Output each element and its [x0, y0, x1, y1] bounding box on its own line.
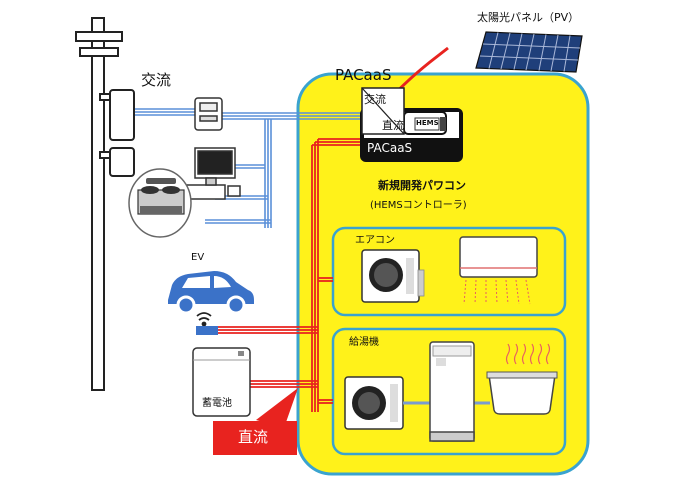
computer-icon — [184, 147, 241, 200]
battery-label: 蓄電池 — [202, 398, 232, 409]
ac-lines — [134, 108, 364, 228]
pv-panel-icon — [475, 31, 583, 73]
converter-dc-label: 直流 — [382, 119, 404, 132]
wifi-icon — [196, 312, 212, 327]
heat-pump-outdoor-icon — [344, 376, 404, 430]
ac-outdoor-unit-icon — [361, 249, 425, 303]
water-heater-label: 給湯機 — [349, 337, 379, 348]
electric-meter-icon — [194, 97, 223, 131]
battery-icon — [192, 347, 251, 417]
utility-pole-icon — [75, 17, 135, 391]
ev-charger-connector — [196, 326, 218, 335]
dc-callout-label: 直流 — [238, 428, 269, 446]
hems-controller-label: (HEMSコントローラ) — [370, 200, 467, 211]
air-conditioner-label: エアコン — [355, 235, 395, 246]
hems-icon — [414, 117, 446, 131]
ev-car-icon — [168, 271, 254, 315]
stove-icon — [128, 168, 192, 238]
hot-water-tank-icon — [429, 341, 475, 442]
ac-grid-label: 交流 — [141, 71, 172, 89]
bathtub-icon — [486, 343, 558, 415]
pacaas-device-label: PACaaS — [367, 141, 413, 155]
converter-ac-label: 交流 — [364, 93, 386, 106]
ac-indoor-unit-icon — [459, 236, 538, 305]
dc-lines — [218, 46, 449, 412]
converter-icon — [361, 87, 405, 135]
ev-label: EV — [191, 252, 205, 263]
hems-badge-label: HEMS — [416, 119, 439, 127]
pv-panel-label: 太陽光パネル（PV） — [477, 11, 580, 24]
pacaas-title: PACaaS — [335, 66, 392, 84]
dc-callout-box — [213, 421, 297, 455]
new-pcs-label: 新規開発パワコン — [378, 179, 466, 192]
dc-callout-pointer — [256, 388, 298, 428]
